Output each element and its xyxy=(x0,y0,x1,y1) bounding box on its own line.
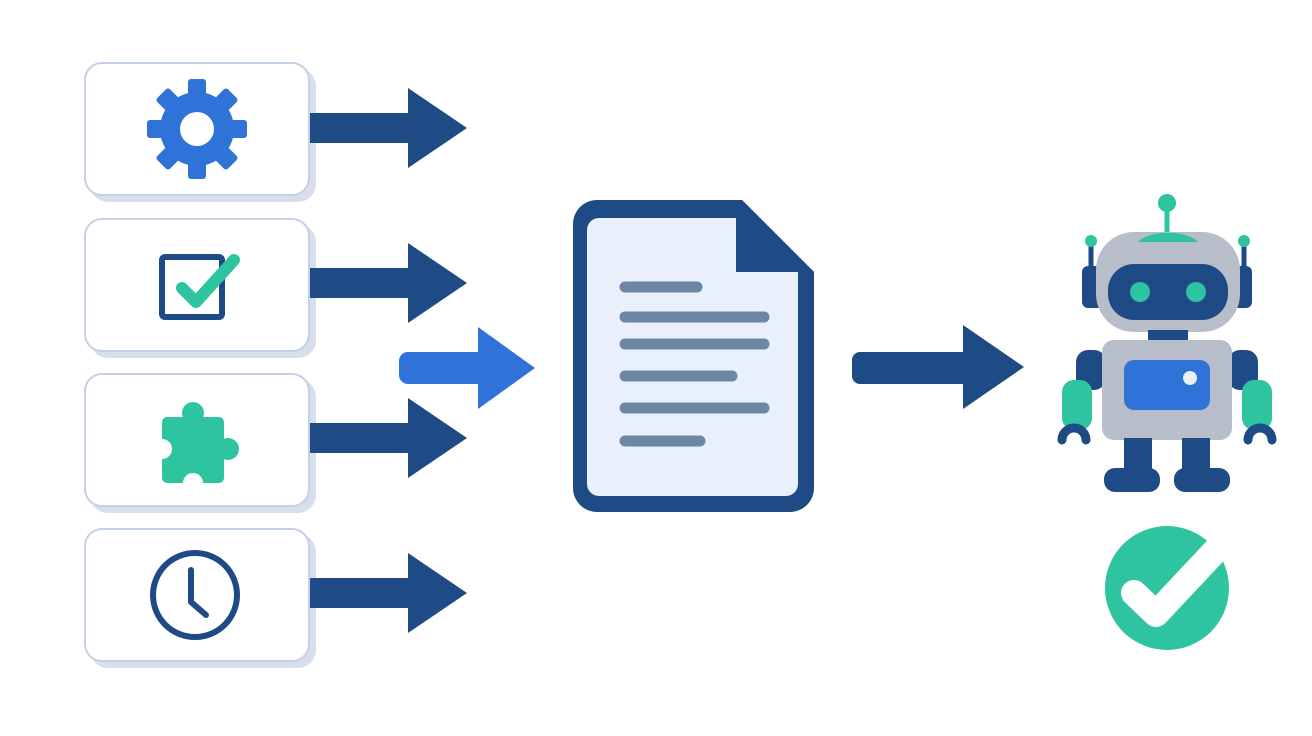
robot-icon xyxy=(1057,194,1277,492)
input-card-checklist xyxy=(84,218,310,352)
input-card-plugin xyxy=(84,373,310,507)
arrow-to-document xyxy=(398,327,535,409)
checkbox-check-icon xyxy=(159,254,240,320)
arrow-to-robot xyxy=(852,325,1024,409)
document-icon xyxy=(573,200,814,512)
input-card-time xyxy=(84,528,310,662)
puzzle-piece-icon xyxy=(152,402,239,493)
arrow-1 xyxy=(310,88,467,168)
arrow-4 xyxy=(310,553,467,633)
arrow-2 xyxy=(310,243,467,323)
check-circle-icon xyxy=(1105,526,1231,650)
clock-icon xyxy=(150,550,240,640)
input-card-settings xyxy=(84,62,310,196)
gear-icon xyxy=(147,79,247,179)
arrow-3 xyxy=(310,398,467,478)
